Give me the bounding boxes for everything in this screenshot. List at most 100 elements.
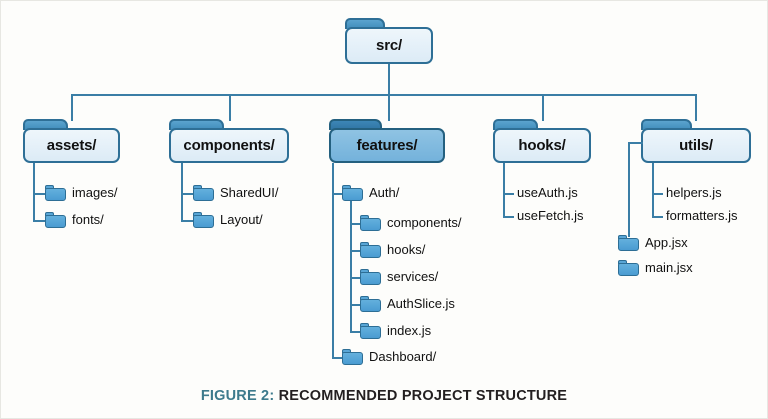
- folder-body: [193, 188, 214, 201]
- folder-icon: [360, 323, 381, 339]
- folder-tab-icon: [493, 119, 539, 130]
- node-src[interactable]: src/: [345, 18, 433, 64]
- figure-caption-label: FIGURE 2:: [200, 388, 279, 404]
- folder-icon: [193, 212, 214, 228]
- leaf-sharedui[interactable]: SharedUI/: [220, 185, 279, 200]
- leaf-usefetch[interactable]: useFetch.js: [517, 208, 584, 223]
- node-label: components/: [183, 137, 275, 154]
- folder-tab: [360, 269, 369, 273]
- folder-icon: [193, 185, 214, 201]
- node-body: assets/: [23, 128, 120, 163]
- folder-icon: [360, 242, 381, 258]
- folder-body: [45, 188, 66, 201]
- folder-body: [342, 188, 363, 201]
- leaf-dashboard[interactable]: Dashboard/: [369, 349, 437, 364]
- figure-caption: FIGURE 2: RECOMMENDED PROJECT STRUCTURE: [1, 388, 767, 404]
- folder-tab: [193, 185, 202, 189]
- folder-icon: [45, 185, 66, 201]
- node-label: utils/: [679, 137, 713, 154]
- connector-hooks-spine: [503, 163, 505, 218]
- folder-icon: [45, 212, 66, 228]
- folder-tab: [618, 260, 627, 264]
- folder-icon: [360, 215, 381, 231]
- node-body: src/: [345, 27, 433, 64]
- folder-tab-icon: [329, 119, 383, 130]
- folder-icon: [342, 185, 363, 201]
- folder-icon: [618, 260, 639, 276]
- node-assets[interactable]: assets/: [23, 119, 120, 163]
- folder-tab-icon: [169, 119, 225, 130]
- leaf-auth[interactable]: Auth/: [369, 185, 400, 200]
- connector-assets-stub-1: [33, 193, 45, 195]
- leaf-images[interactable]: images/: [72, 185, 118, 200]
- connector-drop-components: [229, 94, 231, 121]
- leaf-auth-services[interactable]: services/: [387, 269, 439, 284]
- folder-tab-icon: [641, 119, 692, 130]
- connector-root-trunk: [388, 64, 390, 95]
- node-utils[interactable]: utils/: [641, 119, 751, 163]
- folder-tab-icon: [23, 119, 68, 130]
- folder-body: [45, 215, 66, 228]
- folder-body: [360, 326, 381, 339]
- folder-body: [360, 272, 381, 285]
- connector-utils-stub-1: [652, 193, 663, 195]
- connector-auth-stub-3: [350, 277, 360, 279]
- leaf-app-jsx[interactable]: App.jsx: [645, 235, 688, 250]
- node-components[interactable]: components/: [169, 119, 289, 163]
- node-hooks[interactable]: hooks/: [493, 119, 591, 163]
- node-body: components/: [169, 128, 289, 163]
- leaf-formatters[interactable]: formatters.js: [666, 208, 738, 223]
- leaf-layout[interactable]: Layout/: [220, 212, 263, 227]
- leaf-fonts[interactable]: fonts/: [72, 212, 104, 227]
- connector-hooks-stub-2: [503, 216, 514, 218]
- folder-tab: [360, 296, 369, 300]
- folder-tab-icon: [345, 18, 386, 29]
- leaf-helpers[interactable]: helpers.js: [666, 185, 722, 200]
- connector-components-stub-2: [181, 220, 193, 222]
- connector-bus: [71, 94, 696, 96]
- connector-drop-features: [388, 94, 390, 121]
- node-label: features/: [356, 137, 418, 154]
- folder-tab: [360, 323, 369, 327]
- folder-body: [618, 238, 639, 251]
- leaf-auth-components[interactable]: components/: [387, 215, 462, 230]
- connector-auth-stub-2: [350, 250, 360, 252]
- connector-features-stub-auth: [332, 193, 342, 195]
- leaf-authslice[interactable]: AuthSlice.js: [387, 296, 455, 311]
- connector-auth-spine: [350, 201, 352, 332]
- folder-tab: [45, 212, 54, 216]
- leaf-useauth[interactable]: useAuth.js: [517, 185, 578, 200]
- leaf-auth-hooks[interactable]: hooks/: [387, 242, 426, 257]
- connector-features-stub-dashboard: [332, 357, 342, 359]
- folder-body: [360, 245, 381, 258]
- leaf-main-jsx[interactable]: main.jsx: [645, 260, 693, 275]
- folder-tab: [360, 242, 369, 246]
- connector-auth-stub-5: [350, 331, 360, 333]
- connector-auth-stub-1: [350, 223, 360, 225]
- folder-body: [193, 215, 214, 228]
- connector-drop-assets: [71, 94, 73, 121]
- folder-tab: [342, 349, 351, 353]
- folder-body: [360, 299, 381, 312]
- folder-tab: [360, 215, 369, 219]
- folder-body: [618, 263, 639, 276]
- node-body: hooks/: [493, 128, 591, 163]
- connector-features-spine: [332, 163, 334, 359]
- connector-appjsx-stub: [628, 142, 643, 144]
- folder-tab: [193, 212, 202, 216]
- connector-assets-stub-2: [33, 220, 45, 222]
- connector-drop-hooks: [542, 94, 544, 121]
- connector-utils-stub-2: [652, 216, 663, 218]
- connector-drop-utils: [695, 94, 697, 121]
- node-label: hooks/: [518, 137, 566, 154]
- folder-icon: [360, 269, 381, 285]
- folder-icon: [618, 235, 639, 251]
- connector-hooks-stub-1: [503, 193, 514, 195]
- folder-body: [360, 218, 381, 231]
- leaf-auth-index[interactable]: index.js: [387, 323, 432, 338]
- folder-icon: [342, 349, 363, 365]
- node-label: assets/: [46, 137, 97, 154]
- node-features[interactable]: features/: [329, 119, 445, 163]
- connector-appjsx-spine: [628, 142, 630, 237]
